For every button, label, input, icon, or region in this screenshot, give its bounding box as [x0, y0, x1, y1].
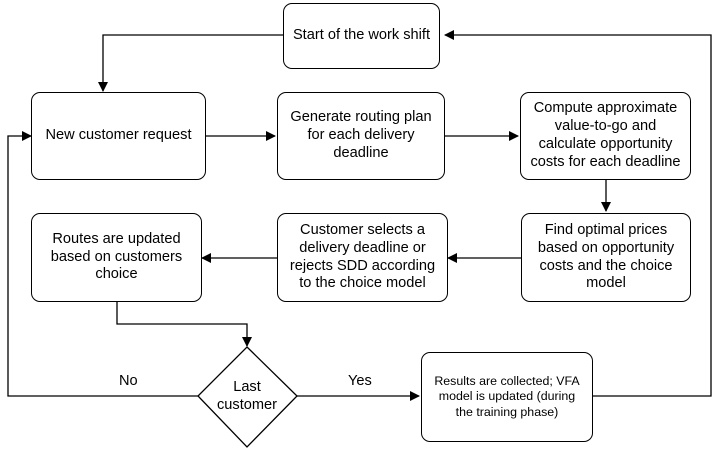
optimal-prices-box: Find optimal prices based on opportunity…	[521, 213, 691, 302]
arrow-results-to-start	[444, 30, 712, 397]
start-shift-box: Start of the work shift	[283, 3, 440, 69]
no-label: No	[119, 373, 138, 389]
compute-value-text: Compute approximate value-to-go and calc…	[530, 100, 681, 170]
routing-plan-text: Generate routing plan for each delivery …	[290, 109, 432, 161]
routes-updated-box: Routes are updated based on customers ch…	[31, 213, 202, 302]
results-collected-box: Results are collected; VFA model is upda…	[421, 352, 593, 442]
arrow-update-to-decision	[116, 302, 252, 347]
decision-text: Last customer	[216, 379, 277, 414]
customer-selects-text: Customer selects a delivery deadline or …	[289, 221, 436, 292]
routing-plan-box: Generate routing plan for each delivery …	[277, 92, 445, 180]
new-request-box: New customer request	[31, 92, 206, 180]
optimal-prices-text: Find optimal prices based on opportunity…	[537, 221, 675, 292]
customer-selects-box: Customer selects a delivery deadline or …	[277, 213, 448, 302]
start-shift-text: Start of the work shift	[292, 27, 431, 44]
compute-value-box: Compute approximate value-to-go and calc…	[520, 92, 691, 180]
arrow-start-to-request	[98, 34, 283, 92]
routes-updated-text: Routes are updated based on customers ch…	[50, 230, 183, 283]
decision-diamond	[197, 346, 298, 448]
yes-label: Yes	[348, 373, 372, 389]
results-collected-text: Results are collected; VFA model is upda…	[434, 374, 580, 419]
new-request-text: New customer request	[45, 127, 192, 144]
arrow-no-loop	[7, 131, 198, 397]
